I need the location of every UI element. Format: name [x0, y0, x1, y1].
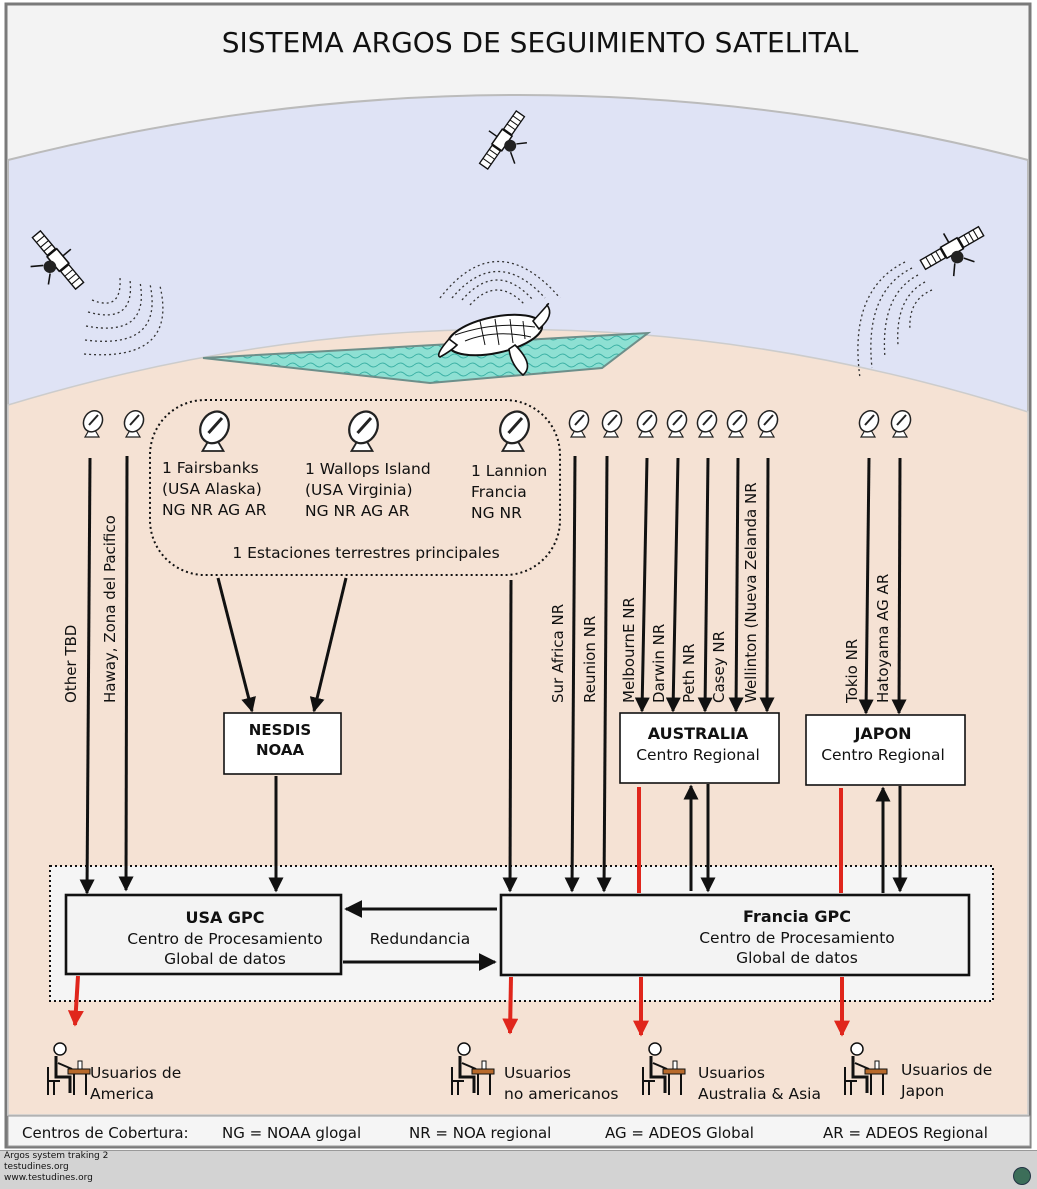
signal-waves-icon	[83, 261, 933, 379]
redundancia-label: Redundancia	[370, 930, 471, 948]
station-label-other: Other TBD	[62, 625, 80, 703]
users-australia-asia-line2: Australia & Asia	[698, 1085, 821, 1103]
red-distribution-lines	[637, 787, 843, 893]
users-america-line2: America	[90, 1085, 154, 1103]
users-australia-asia-line1: Usuarios	[698, 1064, 765, 1082]
footer-caption: Argos system traking 2	[4, 1151, 109, 1161]
users-no-americanos-line1: Usuarios	[504, 1064, 571, 1082]
station-label-melbourne: MelbournE NR	[620, 597, 638, 703]
nesdis-subtitle: NOAA	[256, 741, 305, 759]
francia-gpc-subtitle-2: Global de datos	[736, 949, 858, 967]
station-label-surafrica: Sur Africa NR	[549, 604, 567, 703]
image-footer: Argos system traking 2 testudines.org ww…	[0, 1150, 1037, 1189]
francia-gpc-subtitle: Centro de Procesamiento	[699, 929, 895, 947]
nesdis-title: NESDIS	[249, 721, 311, 739]
main-stations-label: 1 Estaciones terrestres principales	[232, 544, 499, 562]
station-lannion-coverage: NG NR	[471, 504, 522, 522]
site-logo-icon	[1013, 1167, 1031, 1185]
redundancy-arrows	[343, 900, 497, 971]
station-wallops-location: (USA Virginia)	[305, 481, 413, 499]
legend-ar: AR = ADEOS Regional	[823, 1124, 988, 1142]
legend-nr: NR = NOA regional	[409, 1124, 551, 1142]
nesdis-box: NESDIS NOAA	[223, 712, 342, 775]
station-fairbanks-name: 1 Fairsbanks	[162, 459, 259, 477]
usa-gpc-subtitle: Centro de Procesamiento	[127, 930, 323, 948]
argos-diagram: SISTEMA ARGOS DE SEGUIMIENTO SATELITAL 1…	[0, 0, 1037, 1150]
japon-title: JAPON	[853, 724, 911, 743]
users-america-line1: Usuarios de	[90, 1064, 181, 1082]
australia-box: AUSTRALIA Centro Regional	[619, 712, 780, 784]
station-label-darwin: Darwin NR	[650, 624, 668, 703]
station-label-casey: Casey NR	[710, 631, 728, 703]
legend-bar	[7, 1115, 1031, 1147]
station-label-tokio: Tokio NR	[843, 639, 861, 704]
main-stations-group	[149, 399, 561, 576]
sea-turtle-icon	[437, 302, 551, 377]
page-title: SISTEMA ARGOS DE SEGUIMIENTO SATELITAL	[222, 26, 859, 59]
francia-gpc-title: Francia GPC	[743, 907, 851, 926]
japon-box: JAPON Centro Regional	[805, 714, 966, 786]
red-user-arrows	[67, 975, 850, 1037]
station-wallops-coverage: NG NR AG AR	[305, 502, 410, 520]
station-lannion-location: Francia	[471, 483, 527, 501]
australia-title: AUSTRALIA	[648, 724, 749, 743]
users-no-americanos-line2: no americanos	[504, 1085, 618, 1103]
footer-url: www.testudines.org	[4, 1173, 93, 1183]
legend-ng: NG = NOAA glogal	[222, 1124, 361, 1142]
usa-gpc-title: USA GPC	[185, 908, 264, 927]
station-label-hatoyama: Hatoyama AG AR	[874, 574, 892, 703]
japon-subtitle: Centro Regional	[821, 746, 945, 764]
usa-gpc-subtitle-2: Global de datos	[164, 950, 286, 968]
station-fairbanks-coverage: NG NR AG AR	[162, 501, 267, 519]
legend-ag: AG = ADEOS Global	[605, 1124, 754, 1142]
station-lannion-name: 1 Lannion	[471, 462, 547, 480]
data-flow-arrows	[79, 455, 908, 895]
legend-prefix: Centros de Cobertura:	[22, 1124, 189, 1142]
station-label-peth: Peth NR	[680, 643, 698, 703]
station-label-haway: Haway, Zona del Pacifico	[101, 515, 119, 703]
usa-gpc-box: USA GPC Centro de Procesamiento Global d…	[64, 893, 343, 976]
francia-gpc-box: Francia GPC Centro de Procesamiento Glob…	[499, 893, 971, 977]
station-fairbanks-location: (USA Alaska)	[162, 480, 262, 498]
users-japon-line1: Usuarios de	[901, 1061, 992, 1079]
station-label-reunion: Reunion NR	[581, 616, 599, 703]
australia-subtitle: Centro Regional	[636, 746, 760, 764]
users-japon-line2: Japon	[900, 1082, 944, 1100]
footer-site: testudines.org	[4, 1162, 69, 1172]
station-wallops-name: 1 Wallops Island	[305, 460, 431, 478]
station-label-wellinton: Wellinton (Nueva Zelanda NR	[742, 482, 760, 703]
